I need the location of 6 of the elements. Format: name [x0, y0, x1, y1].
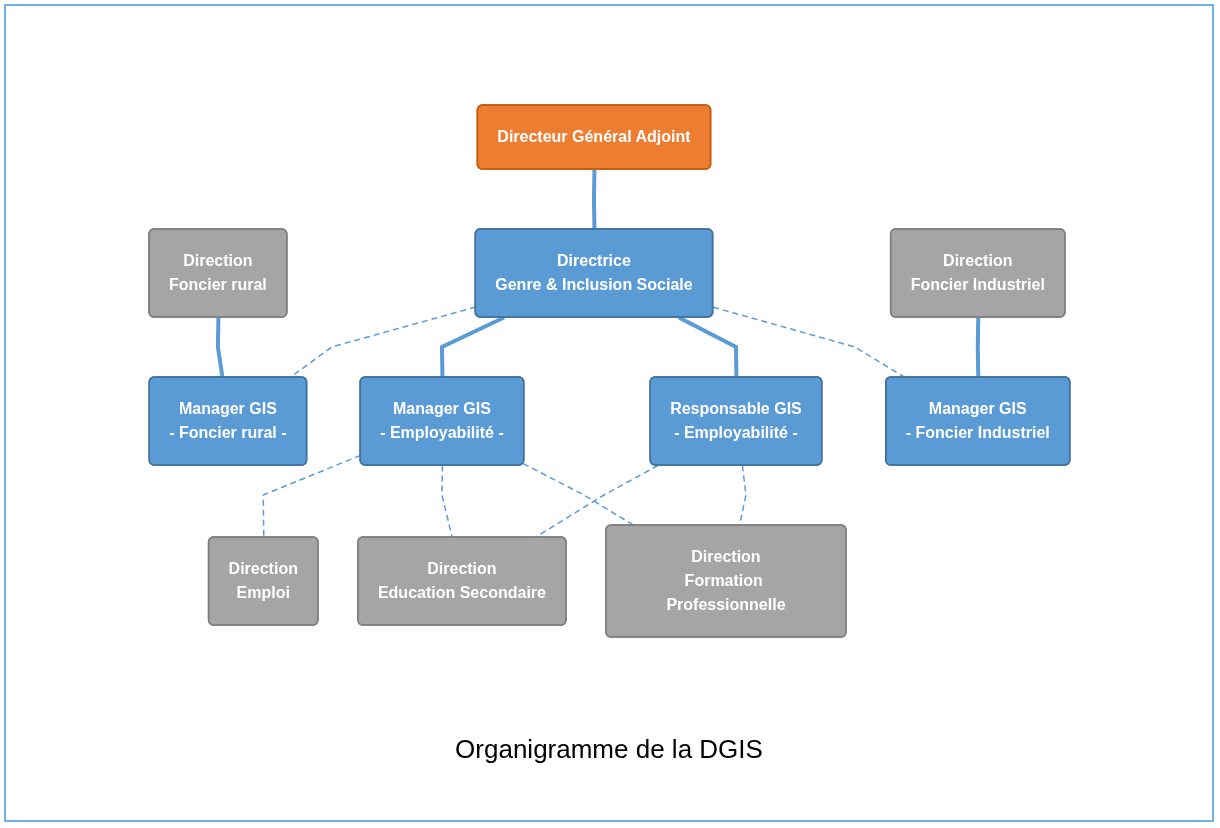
connector — [215, 317, 225, 378]
connector — [975, 317, 980, 378]
connector — [591, 169, 597, 230]
connector — [677, 315, 739, 378]
connector — [439, 315, 505, 378]
caption: Organigramme de la DGIS — [455, 734, 763, 765]
